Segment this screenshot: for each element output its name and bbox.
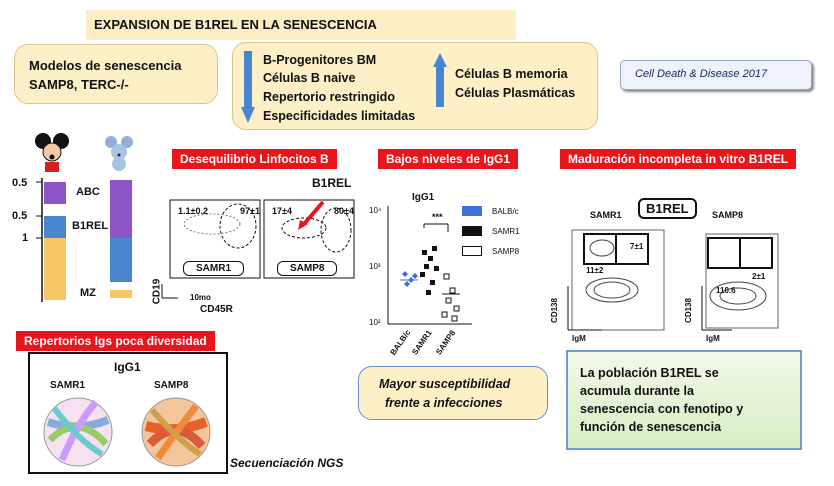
igg1-title: IgG1 xyxy=(412,192,435,203)
title-banner: EXPANSION DE B1REL EN LA SENESCENCIA xyxy=(86,10,516,40)
maduracion-plots xyxy=(567,229,779,331)
samp8-right-value: 80±4 xyxy=(334,206,354,216)
samr1-left-value: 1.1±0.2 xyxy=(178,206,208,216)
up-item-2: Células Plasmáticas xyxy=(455,86,576,100)
mad-samr1-gate1: 7±1 xyxy=(630,242,644,251)
legend-swatch-balbc xyxy=(462,206,482,216)
maduracion-b1rel-box: B1REL xyxy=(638,198,697,219)
models-line2: SAMP8, TERC-/- xyxy=(29,77,129,92)
gray-mouse-icon xyxy=(105,136,133,171)
changes-box: B-Progenitores BM Células B naive Repert… xyxy=(232,42,598,130)
down-arrow-icon xyxy=(241,51,255,123)
repertorio-title: IgG1 xyxy=(114,360,141,374)
models-box: Modelos de senescencia SAMP8, TERC-/- xyxy=(14,44,218,104)
xcat-samr1: SAMR1 xyxy=(410,328,434,357)
b1rel-callout: B1REL xyxy=(312,176,352,190)
conclusion-line4: función de senescencia xyxy=(580,420,722,434)
xaxis-cd45r: CD45R xyxy=(200,304,233,315)
samp8-left-value: 17±4 xyxy=(272,206,292,216)
susceptibilidad-line2: frente a infecciones xyxy=(385,396,503,410)
ngs-footnote: Secuenciación NGS xyxy=(230,456,344,470)
heading-igg1: Bajos niveles de IgG1 xyxy=(378,149,519,169)
mad-samp8-yaxis: CD138 xyxy=(683,298,693,323)
conclusion-line2: acumula durante la xyxy=(580,384,694,398)
chord-diagrams xyxy=(43,397,211,467)
mad-samr1-xaxis: IgM xyxy=(572,334,586,343)
samr1-plot-label: SAMR1 xyxy=(183,261,245,276)
mad-samp8-xaxis: IgM xyxy=(706,334,720,343)
igg1-sig: *** xyxy=(432,212,443,222)
legend-samr1: SAMR1 xyxy=(492,227,520,236)
samr1-right-value: 97±1 xyxy=(240,206,260,216)
legend-swatch-samp8 xyxy=(462,246,482,256)
mad-samr1-gate2: 11±2 xyxy=(586,266,604,275)
igg1-scatter xyxy=(387,206,472,325)
mad-samr1-label: SAMR1 xyxy=(590,210,622,220)
yaxis-cd19: CD19 xyxy=(151,278,163,305)
label-abc: ABC xyxy=(76,186,100,198)
scale-tick-1: 0.5 xyxy=(12,177,28,189)
heading-maduracion: Maduración incompleta in vitro B1REL xyxy=(560,149,797,169)
mad-samr1-yaxis: CD138 xyxy=(549,298,559,323)
mad-samp8-gate1: 2±1 xyxy=(752,272,766,281)
heading-desequilibrio: Desequilibrio Linfocitos B xyxy=(172,149,337,169)
samp8-plot-label: SAMP8 xyxy=(277,261,338,276)
cartoon-mouse-icon xyxy=(35,133,69,172)
models-line1: Modelos de senescencia xyxy=(29,58,182,73)
circle-label-samp8: SAMP8 xyxy=(154,380,189,391)
down-item-3: Repertorio restringido xyxy=(263,90,395,104)
circle-label-samr1: SAMR1 xyxy=(50,380,86,391)
down-item-1: B-Progenitores BM xyxy=(263,53,377,67)
legend-balbc: BALB/c xyxy=(492,207,519,216)
down-item-4: Especificidades limitadas xyxy=(263,109,416,123)
conclusion-line1: La población B1REL se xyxy=(580,366,719,380)
ytick-1: 10⁴ xyxy=(369,206,382,215)
legend-swatch-samr1 xyxy=(462,226,482,236)
left-bar-scale xyxy=(36,178,132,302)
repertorio-box: IgG1 SAMR1 SAMP8 xyxy=(28,352,228,474)
susceptibilidad-box: Mayor susceptibilidad frente a infeccion… xyxy=(358,366,548,420)
conclusion-box: La población B1REL se acumula durante la… xyxy=(566,350,802,450)
label-b1rel: B1REL xyxy=(72,220,109,232)
legend-samp8: SAMP8 xyxy=(492,247,520,256)
scale-tick-3: 1 xyxy=(22,232,29,244)
page-title: EXPANSION DE B1REL EN LA SENESCENCIA xyxy=(94,17,377,32)
scale-tick-2: 0.5 xyxy=(12,210,28,222)
age-label: 10mo xyxy=(190,293,211,302)
susceptibilidad-line1: Mayor susceptibilidad xyxy=(379,377,511,391)
xcat-balbc: BALB/c xyxy=(388,328,413,357)
ytick-3: 10² xyxy=(369,318,381,327)
label-mz: MZ xyxy=(80,287,96,299)
up-item-1: Células B memoria xyxy=(455,67,568,81)
mad-samp8-gate2: 110.6 xyxy=(716,286,736,295)
conclusion-line3: senescencia con fenotipo y xyxy=(580,402,744,416)
heading-repertorio: Repertorios Igs poca diversidad xyxy=(16,331,215,351)
up-arrow-icon xyxy=(433,53,447,107)
citation-text: Cell Death & Disease 2017 xyxy=(635,68,768,80)
down-item-2: Células B naive xyxy=(263,71,356,85)
ytick-2: 10³ xyxy=(369,262,381,271)
citation-box: Cell Death & Disease 2017 xyxy=(620,60,812,90)
mad-samp8-label: SAMP8 xyxy=(712,210,744,220)
xcat-samp8: SAMP8 xyxy=(434,328,458,357)
